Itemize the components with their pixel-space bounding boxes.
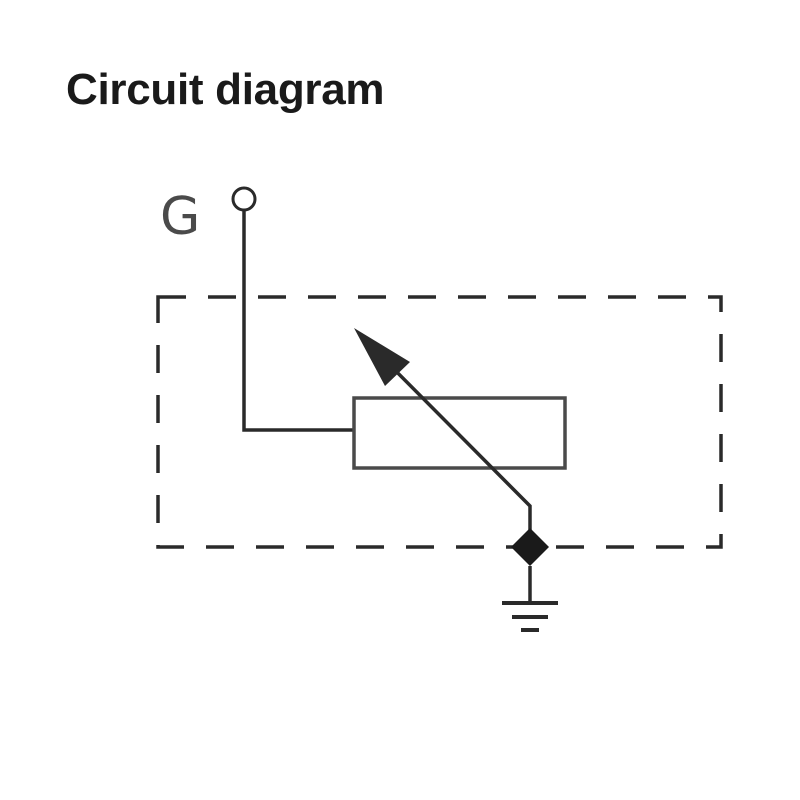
terminal-circle: [231, 186, 257, 212]
terminal-wire: [242, 210, 354, 432]
page-title: Circuit diagram: [66, 65, 385, 114]
arrowhead: [354, 328, 410, 386]
ground-icon: [502, 601, 558, 632]
junction-node: [511, 528, 549, 566]
terminal-label-g: G: [160, 187, 200, 247]
dashed-enclosure: [156, 295, 723, 549]
